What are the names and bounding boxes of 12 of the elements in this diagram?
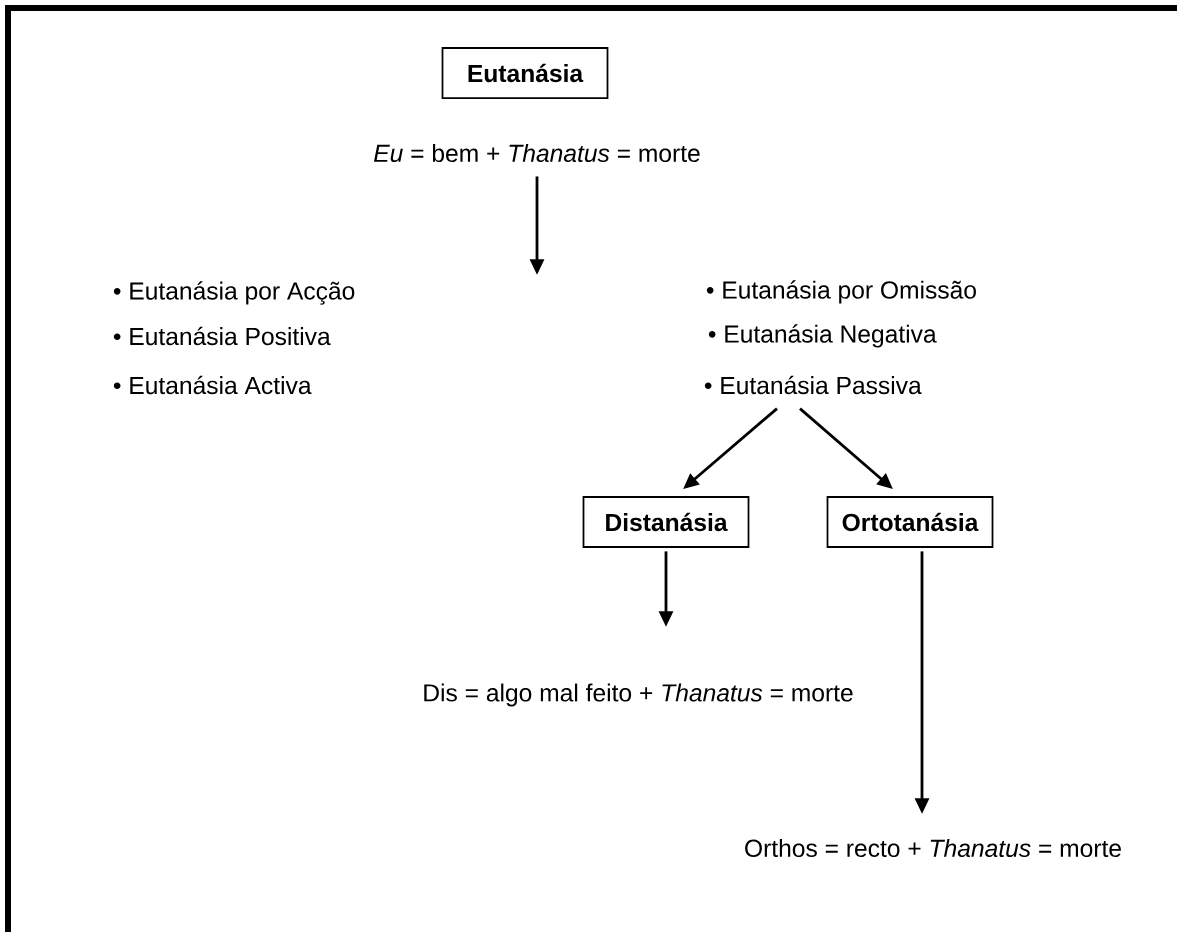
list-item: • Eutanásia Activa [113,375,312,395]
definition-text: • Eutanásia por Omissão [706,280,976,304]
list-item: • Eutanásia Positiva [113,326,331,346]
definition-text: Dis = algo mal feito + Thanatus = morte [424,683,853,707]
definition-text: Orthos = recto + Thanatus = morte [745,838,1121,858]
term-box: Distanásia [582,496,750,548]
term-box: Eutanásia [441,47,609,99]
list-item: • Eutanásia por Acção [113,281,355,305]
definition-text: • Eutanásia Negativa [708,324,937,348]
term-box: Ortotanásia [826,496,994,548]
definition-text: • Eutanásia Passiva [704,375,922,395]
definition-text: Eu = bem + Thanatus = morte [374,143,700,163]
